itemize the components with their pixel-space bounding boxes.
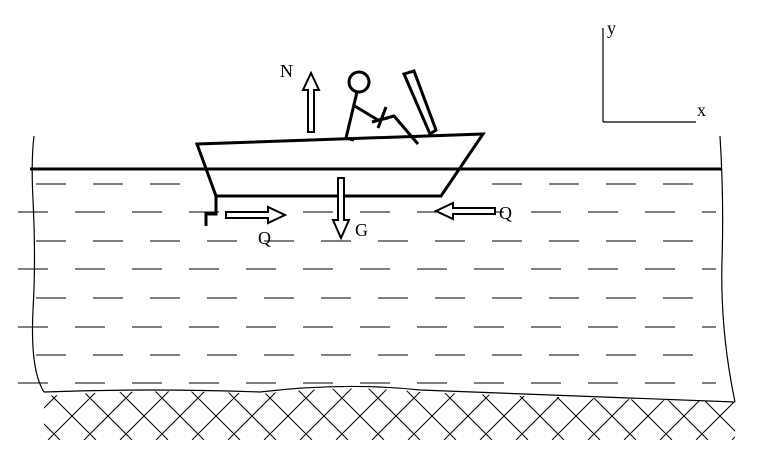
water-right-wall — [719, 135, 736, 403]
boat-rudder — [204, 196, 218, 226]
hatch-line — [683, 388, 735, 440]
drag-force-arrow-right — [225, 205, 288, 225]
person-torso — [344, 91, 359, 139]
hatch-line — [179, 388, 241, 440]
person-head — [347, 70, 371, 94]
hatch-line — [143, 388, 205, 440]
hatch-line — [551, 388, 613, 440]
x-axis-label: x — [697, 100, 706, 120]
hatch-line — [227, 388, 289, 440]
water-dashes — [18, 183, 716, 384]
water — [18, 135, 736, 403]
hatch-line — [479, 388, 541, 440]
person-leg — [371, 114, 420, 145]
person — [344, 70, 420, 145]
hatch-line — [407, 388, 469, 440]
steering-wheel — [376, 106, 388, 129]
hatch-line — [443, 388, 505, 440]
normal-force-arrow — [301, 70, 321, 133]
drag-force-label-left: Q — [258, 228, 271, 248]
boat-hull — [194, 132, 486, 198]
boat — [194, 69, 486, 226]
hatch-line — [263, 388, 325, 440]
hatch-line — [0, 380, 36, 440]
gravity-force-label: G — [355, 220, 368, 240]
hatch-line — [371, 388, 433, 440]
hatch-line — [647, 388, 709, 440]
hatch-line — [251, 388, 313, 440]
drag-force-arrow-left — [433, 201, 496, 221]
hatch-line — [359, 388, 421, 440]
hatch-line — [44, 388, 61, 440]
water-bottom-line — [43, 385, 736, 403]
person-seat — [345, 136, 355, 142]
hatch-line — [155, 388, 217, 440]
hatch-line — [83, 388, 145, 440]
water-left-wall — [31, 135, 45, 393]
hatch-line — [515, 388, 577, 440]
drag-force-label-right: Q — [499, 203, 512, 223]
hatch-line — [431, 388, 493, 440]
seabed — [0, 380, 768, 440]
hatch-line — [503, 388, 565, 440]
y-axis-label: y — [607, 18, 616, 38]
hatch-line — [611, 388, 673, 440]
normal-force-label: N — [280, 61, 293, 81]
hatch-line — [107, 388, 169, 440]
hatch-line — [215, 388, 277, 440]
hatch-line — [299, 388, 361, 440]
coordinate-axes: y x — [602, 18, 706, 123]
boat-windshield — [401, 69, 438, 137]
hatch-line — [191, 388, 253, 440]
hatch-line — [467, 388, 529, 440]
force-arrows: N G Q Q — [225, 61, 512, 248]
gravity-force-arrow — [331, 177, 351, 241]
hatch-line — [44, 388, 97, 440]
seabed-hatching — [0, 380, 768, 440]
hatch-line — [695, 388, 735, 440]
hatch-line — [659, 388, 721, 440]
hatch-line — [119, 388, 181, 440]
hatch-line — [539, 388, 601, 440]
hatch-line — [719, 388, 735, 440]
hatch-line — [335, 388, 397, 440]
hatch-line — [587, 388, 649, 440]
hatch-line — [623, 388, 685, 440]
hatch-line — [756, 380, 768, 440]
hatch-line — [731, 388, 735, 440]
hatch-line — [47, 388, 109, 440]
hatch-line — [323, 388, 385, 440]
hatch-line — [71, 388, 133, 440]
hatch-line — [575, 388, 637, 440]
